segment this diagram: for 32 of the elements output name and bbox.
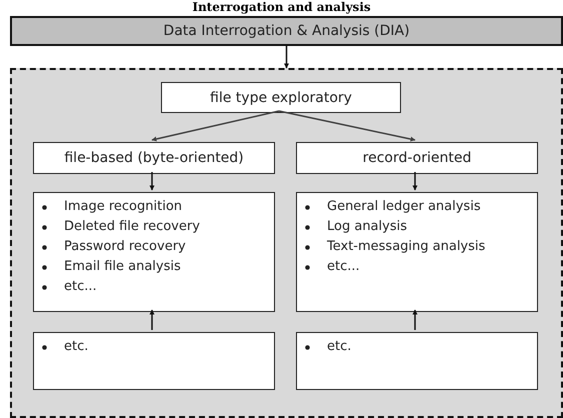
list-item: Log analysis xyxy=(327,219,407,234)
list-item: Password recovery xyxy=(64,239,186,254)
arrow xyxy=(284,46,289,68)
arrow xyxy=(412,310,418,330)
arrow xyxy=(278,110,416,142)
box-label: record-oriented xyxy=(362,150,472,166)
list-item: etc. xyxy=(327,339,352,354)
list-item: Email file analysis xyxy=(64,259,181,274)
list-item: Deleted file recovery xyxy=(64,219,200,234)
list-item: etc... xyxy=(64,279,97,294)
process-box xyxy=(161,82,401,113)
arrow xyxy=(150,310,154,330)
list-box xyxy=(296,192,538,312)
list-item: etc. xyxy=(64,339,88,354)
list-box xyxy=(33,192,275,312)
list-item: Text-messaging analysis xyxy=(327,239,486,254)
list-item: Image recognition xyxy=(64,199,182,214)
list-item: General ledger analysis xyxy=(327,199,481,214)
diagram-title: Interrogation and analysis xyxy=(191,0,372,14)
arrow xyxy=(412,172,418,190)
process-box xyxy=(33,142,275,174)
list-box xyxy=(33,332,275,390)
arrow xyxy=(150,172,154,190)
list-item: etc... xyxy=(327,259,360,274)
list-box xyxy=(296,332,538,390)
process-box xyxy=(296,142,538,174)
arrow xyxy=(152,110,280,142)
dashed-group-panel xyxy=(10,68,563,418)
box-label: Data Interrogation & Analysis (DIA) xyxy=(163,23,410,39)
header-bar xyxy=(10,16,563,46)
box-label: file-based (byte-oriented) xyxy=(64,150,244,166)
box-label: file type exploratory xyxy=(210,90,352,106)
